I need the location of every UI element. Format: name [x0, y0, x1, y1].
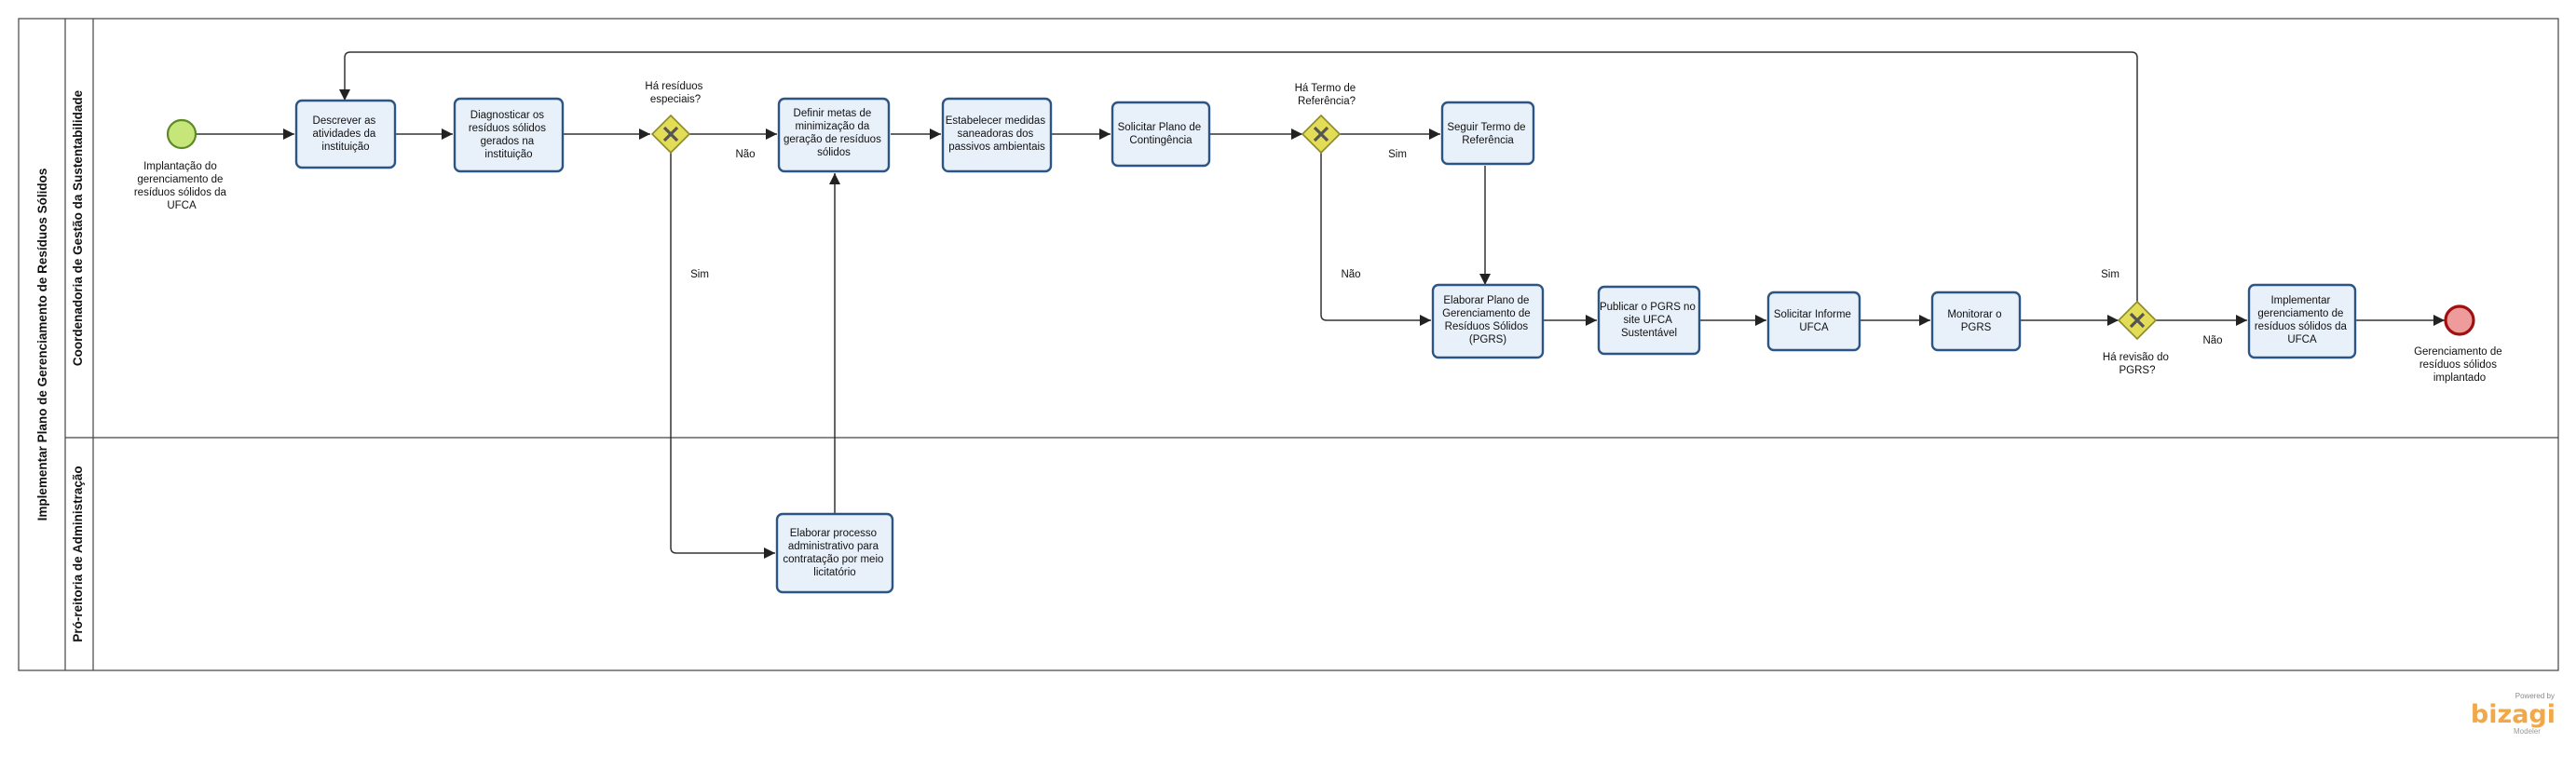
- gateway-termo-referencia[interactable]: [1301, 114, 1342, 155]
- flow-label-nao-1: Não: [735, 149, 755, 160]
- svg-text:Elaborar Plano de Gerenc: Elaborar Plano de Gerenciamento de Resíd…: [1442, 295, 1533, 345]
- task-solicitar-informe[interactable]: Solicitar Informe UFCA: [1766, 291, 1861, 352]
- svg-text:Diagnosticar os resíduos: Diagnosticar os resíduos sólidos gerados…: [469, 110, 549, 160]
- svg-text:Solicitar Informe UFCA: Solicitar Informe UFCA: [1774, 309, 1854, 333]
- task-elaborar-pgrs[interactable]: Elaborar Plano de Gerenciamento de Resíd…: [1431, 283, 1545, 359]
- start-event-label: Implantação do gerenciamento de resíduos…: [134, 161, 229, 211]
- task-seguir-termo[interactable]: Seguir Termo de Referência: [1440, 101, 1535, 166]
- svg-text:Publicar o PGRS no site: Publicar o PGRS no site UFCA Sustentável: [1600, 302, 1698, 339]
- pool-title: Implementar Plano de Gerenciamento de Re…: [35, 169, 49, 521]
- gateway-revisao-pgrs[interactable]: [2117, 300, 2158, 341]
- svg-text:Descrever as atividades: Descrever as atividades da instituição: [313, 115, 379, 153]
- flow-label-sim-3: Sim: [2101, 269, 2119, 280]
- sequence-flows: [196, 51, 2445, 559]
- task-definir-metas[interactable]: Definir metas de minimização da geração …: [777, 97, 891, 173]
- bizagi-logo: Powered by bizagi Modeler: [2471, 692, 2556, 736]
- svg-text:Estabelecer medidas sane: Estabelecer medidas saneadoras dos passi…: [946, 115, 1049, 153]
- svg-text:Monitorar o PGRS: Monitorar o PGRS: [1947, 309, 2004, 333]
- flow-label-sim-2: Sim: [1388, 149, 1407, 160]
- flow-label-nao-3: Não: [2202, 335, 2222, 346]
- svg-text:Seguir Termo de Referênc: Seguir Termo de Referência: [1447, 122, 1528, 146]
- start-event[interactable]: [166, 118, 198, 150]
- flow-label-sim-1: Sim: [690, 269, 709, 280]
- flow-label-nao-2: Não: [1341, 269, 1360, 280]
- gateway-exclusive-icon: [2129, 312, 2146, 329]
- svg-text:Modeler: Modeler: [2514, 727, 2541, 736]
- task-solicitar-plano-contingencia[interactable]: Solicitar Plano de Contingência: [1111, 101, 1211, 168]
- task-diagnosticar-residuos[interactable]: Diagnosticar os resíduos sólidos gerados…: [453, 97, 565, 173]
- svg-text:Implementar gerenciament: Implementar gerenciamento de resíduos só…: [2255, 295, 2350, 345]
- task-elaborar-processo[interactable]: Elaborar processo administrativo para co…: [775, 512, 894, 594]
- task-monitorar-pgrs[interactable]: Monitorar o PGRS: [1930, 291, 2022, 352]
- gateway-revisao-pgrs-label: Há revisão do PGRS?: [2103, 352, 2172, 376]
- lane-title-coordenadoria: Coordenadoria de Gestão da Sustentabilid…: [71, 89, 85, 366]
- task-publicar-pgrs[interactable]: Publicar o PGRS no site UFCA Sustentável: [1597, 285, 1701, 356]
- svg-text:Solicitar Plano de Conti: Solicitar Plano de Contingência: [1118, 122, 1205, 146]
- task-estabelecer-medidas[interactable]: Estabelecer medidas saneadoras dos passi…: [941, 97, 1053, 173]
- svg-text:Elaborar processo admini: Elaborar processo administrativo para co…: [783, 528, 886, 578]
- svg-text:bizagi: bizagi: [2471, 700, 2556, 729]
- task-implementar-gerenciamento[interactable]: Implementar gerenciamento de resíduos só…: [2247, 283, 2357, 359]
- gateway-residuos-especiais-label: Há resíduos especiais?: [645, 81, 705, 105]
- gateway-exclusive-icon: [662, 126, 679, 142]
- end-event-label: Gerenciamento de resíduos sólidos implan…: [2414, 346, 2505, 384]
- gateway-termo-referencia-label: Há Termo de Referência?: [1295, 83, 1359, 107]
- svg-text:Powered by: Powered by: [2515, 692, 2555, 700]
- task-descrever-atividades[interactable]: Descrever as atividades da instituição: [294, 99, 397, 169]
- gateway-residuos-especiais[interactable]: [650, 114, 691, 155]
- pool-frame: [18, 18, 2559, 671]
- gateway-exclusive-icon: [1313, 126, 1329, 142]
- lane-title-proreitoria: Pró-reitoria de Administração: [71, 466, 85, 642]
- svg-text:Definir metas de minimiz: Definir metas de minimização da geração …: [784, 108, 884, 158]
- end-event[interactable]: [2444, 304, 2475, 336]
